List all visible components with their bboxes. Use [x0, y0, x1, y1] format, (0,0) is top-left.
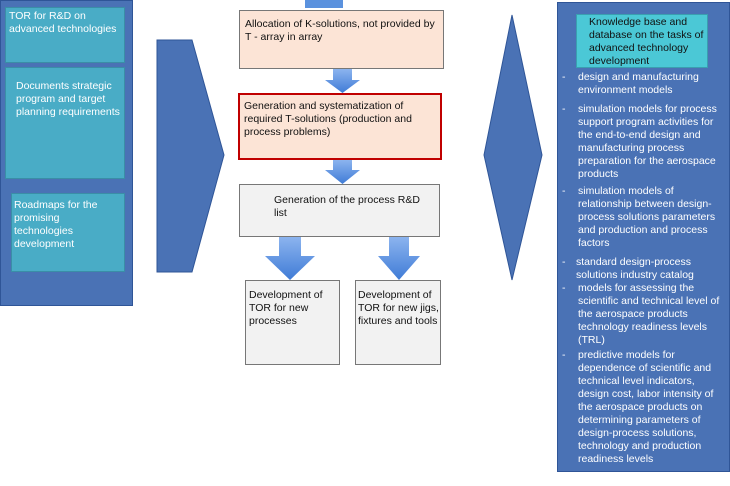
bullet: - — [562, 185, 566, 197]
left-item-tor: TOR for R&D on advanced technologies — [5, 7, 125, 63]
bullet: - — [562, 349, 566, 361]
flow-box-generation-t-solutions-label: Generation and systematization of requir… — [244, 100, 412, 138]
left-item-documents: Documents strategic program and target p… — [5, 67, 125, 179]
top-arrow-stub — [305, 0, 343, 8]
right-item-label: predictive models for dependence of scie… — [578, 349, 714, 465]
knowledge-base-header-label: Knowledge base and database on the tasks… — [589, 16, 704, 67]
flow-box-allocation: Allocation of K-solutions, not provided … — [239, 10, 444, 69]
right-panel — [557, 2, 730, 472]
right-item-5: - predictive models for dependence of sc… — [562, 349, 728, 466]
left-item-tor-label: TOR for R&D on advanced technologies — [9, 10, 117, 35]
right-item-label: design and manufacturing environment mod… — [578, 71, 699, 96]
down-arrow-right — [378, 237, 420, 280]
right-item-label: models for assessing the scientific and … — [578, 282, 720, 346]
left-chevron-arrow — [156, 39, 225, 273]
left-item-roadmaps-label: Roadmaps for the promising technologies … — [14, 199, 98, 250]
knowledge-base-header: Knowledge base and database on the tasks… — [576, 14, 708, 68]
right-item-1: - simulation models for process support … — [562, 103, 728, 181]
flow-box-tor-jigs-fixtures: Development of TOR for new jigs, fixture… — [355, 280, 441, 365]
left-item-documents-label: Documents strategic program and target p… — [16, 80, 120, 118]
bullet: - — [562, 103, 566, 115]
flow-box-tor-new-processes-label: Development of TOR for new processes — [249, 289, 323, 327]
right-item-label: simulation models for process support pr… — [578, 103, 717, 180]
right-item-3: - standard design-process solutions indu… — [562, 256, 728, 282]
down-arrow-left — [265, 237, 315, 280]
bullet: - — [562, 256, 566, 268]
down-arrow-1 — [325, 69, 360, 93]
right-item-label: standard design-process solutions indust… — [576, 256, 694, 281]
flow-box-tor-new-processes: Development of TOR for new processes — [245, 280, 340, 365]
flow-box-process-rd-list-label: Generation of the process R&D list — [274, 194, 420, 219]
right-item-4: - models for assessing the scientific an… — [562, 282, 728, 347]
down-arrow-2 — [325, 160, 360, 184]
flow-box-generation-t-solutions: Generation and systematization of requir… — [238, 93, 442, 160]
right-item-0: - design and manufacturing environment m… — [562, 71, 728, 97]
flow-box-tor-jigs-fixtures-label: Development of TOR for new jigs, fixture… — [358, 289, 439, 327]
bullet: - — [562, 282, 566, 294]
right-double-arrow — [483, 14, 543, 281]
right-item-label: simulation models of relationship betwee… — [578, 185, 716, 249]
flow-box-process-rd-list: Generation of the process R&D list — [239, 184, 440, 237]
flow-box-allocation-label: Allocation of K-solutions, not provided … — [245, 18, 435, 43]
bullet: - — [562, 71, 566, 83]
right-item-2: - simulation models of relationship betw… — [562, 185, 728, 250]
left-item-roadmaps: Roadmaps for the promising technologies … — [11, 193, 125, 272]
